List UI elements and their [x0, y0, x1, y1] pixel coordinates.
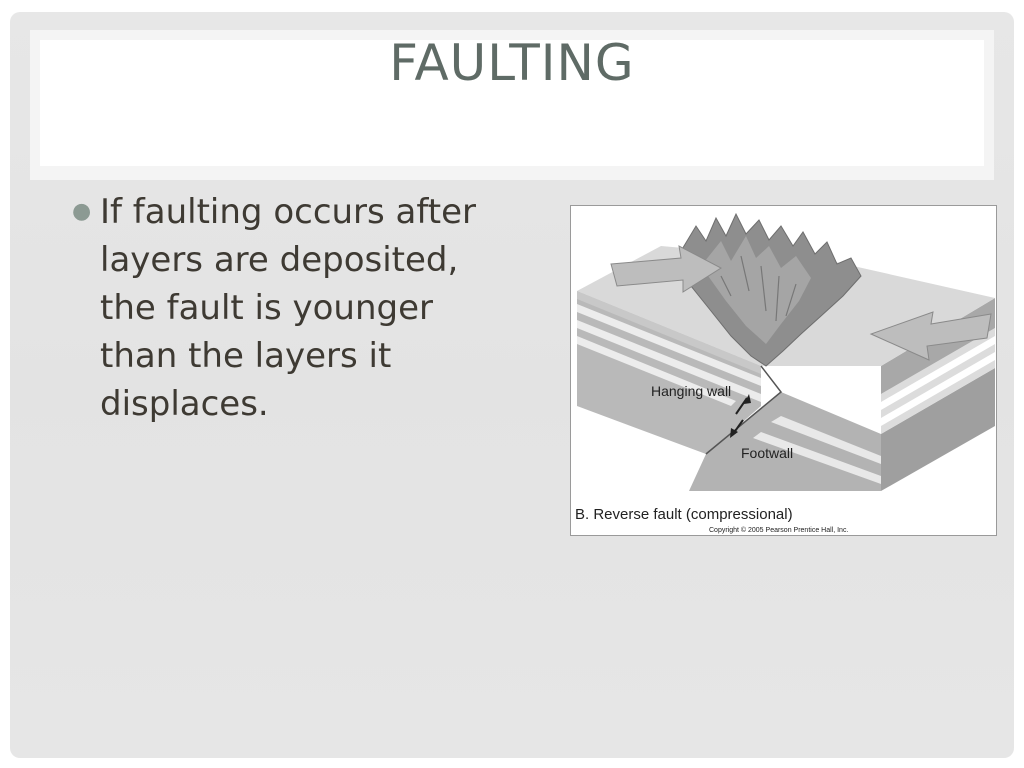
slip-arrowhead-down: [730, 428, 738, 438]
bullet-icon: ●: [72, 199, 92, 224]
figure-copyright: Copyright © 2005 Pearson Prentice Hall, …: [709, 526, 848, 534]
fault-block-illustration: Hanging wall Footwall B. Reverse fault (…: [575, 212, 995, 534]
bullet-item: ● If faulting occurs after layers are de…: [72, 188, 492, 428]
stratum-side: [881, 328, 995, 402]
slip-arrow-up-icon: [735, 397, 748, 415]
stratum-light: [577, 336, 736, 406]
slide: FAULTING ● If faulting occurs after laye…: [10, 12, 1014, 758]
stratum-light: [771, 416, 881, 464]
slip-arrowhead-up: [744, 394, 751, 404]
stratum-side: [881, 360, 995, 434]
mountain-ridges: [720, 255, 797, 322]
top-edge: [577, 291, 761, 374]
figure-caption: B. Reverse fault (compressional): [575, 506, 793, 523]
bullet-text: If faulting occurs after layers are depo…: [100, 192, 476, 424]
hanging-wall-label: Hanging wall: [651, 383, 731, 399]
compression-arrow-left-icon: [610, 245, 723, 293]
stratum-light: [577, 320, 761, 402]
stratum-light: [577, 304, 761, 386]
reverse-fault-diagram: Hanging wall Footwall B. Reverse fault (…: [570, 205, 997, 536]
compression-arrow-right-icon: [869, 311, 992, 361]
title-band: [30, 30, 994, 180]
footwall-label: Footwall: [741, 445, 793, 461]
stratum-light: [753, 432, 881, 484]
title-box: [40, 40, 984, 166]
block-side-face: [881, 368, 995, 491]
hanging-wall-front: [577, 291, 761, 454]
slide-title: FAULTING: [389, 34, 635, 92]
bullet-list: ● If faulting occurs after layers are de…: [72, 188, 492, 428]
stratum-side: [881, 344, 995, 418]
mountain-highlight: [701, 236, 811, 344]
